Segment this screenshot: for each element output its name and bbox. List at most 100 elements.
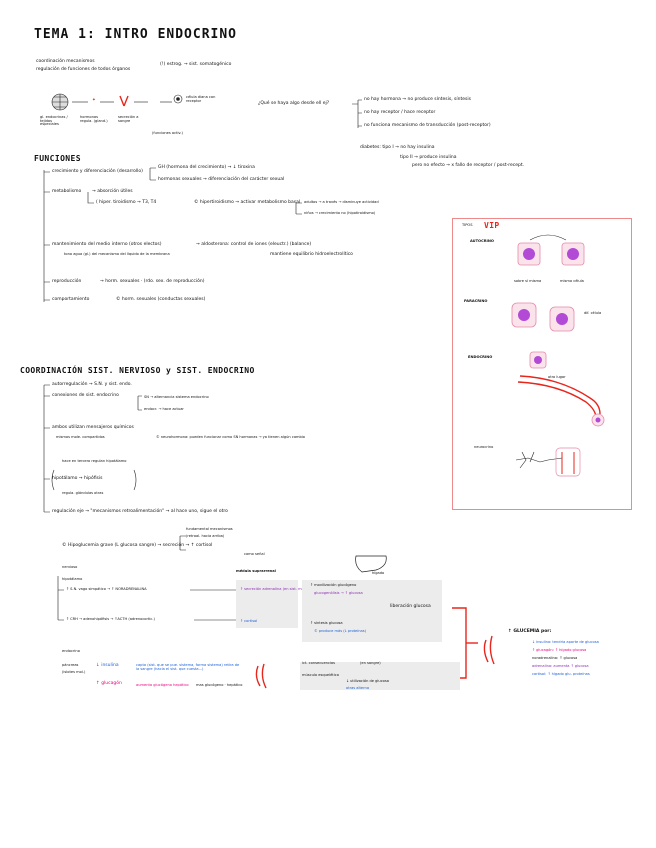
funcion-sub: mantiene equilibrio hidroelectrolítico	[270, 252, 353, 257]
globe-icon	[51, 93, 69, 111]
funcion-sub: © horm. sexuales (conductas sexuales)	[116, 297, 206, 302]
funcion-sub: tono agua (gl.) del mecanismo del líquid…	[64, 252, 170, 256]
chain-glyph: ✦	[92, 98, 96, 103]
glucemia-title: ↑ GLUCEMIA por:	[508, 629, 552, 634]
coord-item: regulación eje → "mecanismos retroalimen…	[52, 509, 228, 514]
if-item: no hay receptor / hace receptor	[364, 110, 436, 115]
coord-item: conexiones de sist. endocrino	[52, 393, 119, 398]
funcion-sub: adultos → a través → disminuye actividad	[304, 200, 379, 204]
nervioso-label: nervioso	[62, 565, 78, 569]
funcion-sub: hormonas sexuales → diferenciación del c…	[158, 177, 285, 182]
coord-item: autorregulación → S.N. y sist. endo.	[52, 382, 132, 387]
endocrino-label: ENDOCRINO	[468, 355, 493, 359]
glucemia-item: noradrenalina: ↑ glucosa	[532, 656, 578, 660]
neurocrine-diagram	[515, 447, 581, 477]
endocrino-caption: otro lugar	[548, 375, 566, 379]
higado-item: ↑ síntesis glucosa	[310, 621, 343, 625]
consecuencias-box	[300, 662, 460, 690]
funcion-sub: niños → crecimiento no (hipotiroidismo)	[304, 211, 376, 215]
chain-label: célula diana con receptor	[186, 95, 216, 103]
intro-note: (!) estrog. → sist. somatogénico	[160, 62, 232, 67]
diabetes-note: pero no efecto → x fallo de receptor / p…	[412, 163, 525, 168]
chain-label: secreción a sangre	[118, 115, 139, 123]
funcion-item: reproducción	[52, 279, 82, 284]
vip-label: VIP	[484, 221, 500, 230]
glucagon-note-2: mas glucógeno · hepático	[196, 683, 243, 687]
hipo-row: ↑ S.N. vago simpático → ↑ NORADRENALINA	[66, 587, 147, 591]
endocrine-diagram	[517, 351, 605, 427]
medula-label: médula suprarrenal	[236, 569, 276, 573]
funcion-sub: GH (hormona del crecimiento) → ↓ tiroxin…	[158, 165, 255, 170]
liberacion-glucosa: liberación glucosa	[390, 604, 431, 609]
glucemia-item: ↑ glucagón: ↑ hígado glucosa	[532, 648, 587, 652]
glucemia-item: adrenalina: aumenta ↑ glucosa	[532, 664, 589, 668]
section-title-coordinacion: COORDINACIÓN SIST. NERVIOSO y SIST. ENDO…	[20, 366, 255, 375]
endocrino-label: endocrino	[62, 649, 80, 653]
insulina-note: capta (sist. que se pue. sistema, forma …	[136, 663, 240, 671]
medula-box	[236, 580, 298, 628]
coord-sub: SN → alternancia sistema endocrino	[144, 395, 209, 399]
pancreas-label: páncreas	[62, 663, 79, 667]
intro-line: regulación de funciones de todos órganos	[36, 67, 131, 72]
pancreas-sub: (islotes mol.)	[62, 670, 86, 674]
autocrino-label: AUTOCRINO	[470, 239, 494, 243]
diabetes-note: diabetes: tipo I → no hay insulina	[360, 145, 435, 150]
funcion-sub: © hipertiroidismo → activar metabolismo …	[194, 200, 301, 205]
intro-line: coordinación mecanismos	[36, 59, 95, 64]
paracrino-caption: dif. célula	[584, 311, 602, 315]
target-cell-icon	[173, 94, 183, 104]
funcion-sub: → aldosterona: control de iones (eleuctr…	[196, 242, 312, 247]
coord-sub: endocr. → hace actuar	[144, 407, 184, 411]
tipos-box	[452, 218, 632, 510]
funcion-sub: → horm. sexuales · (rdo. sex. de reprodu…	[100, 279, 205, 284]
glucemia-item: cortisol: ↑ hígado glu. proteínas	[532, 672, 590, 676]
coord-item: ambos utilizan mensajeros químicos	[52, 425, 134, 430]
if-item: no hay hormona → no produce síntesis, sí…	[364, 97, 471, 102]
funcion-item: comportamiento	[52, 297, 90, 302]
musculo-label: músculo esquelético	[302, 673, 339, 677]
coord-item: hipotálamo → hipófisis	[52, 476, 103, 481]
hipo-title-b: como señal	[244, 552, 265, 556]
autocrino-caption: misma célula	[560, 279, 584, 283]
coord-sub: fundamental mecanismos	[186, 527, 233, 531]
utilizacion-sub: otras alterna	[346, 686, 370, 690]
hipo-row: ↑ CRH → adenohipófisis → ↑ACTH (adrenoco…	[66, 617, 155, 621]
liver-icon	[355, 555, 387, 573]
funcion-item: metabolismo	[52, 189, 82, 194]
hipo-title: © Hipoglucemia grave (L glucosa sangre) …	[62, 543, 213, 548]
funcion-sub: → absorción útiles	[92, 189, 133, 194]
utilizacion-label: ↓ utilización de glucosa	[346, 679, 389, 683]
paracrino-label: PARACRINO	[464, 299, 488, 303]
hipotalamo-label: hipotálamo	[62, 577, 83, 581]
neurocrino-label: neurocrino	[474, 445, 494, 449]
paracrine-diagram	[511, 302, 575, 332]
section-title-funciones: FUNCIONES	[34, 154, 81, 163]
chain-label: (funciones activ.)	[152, 131, 183, 135]
coord-sub: (retroal. hacia arriba)	[186, 534, 225, 538]
glucagon-note: aumenta glucógeno hepático	[136, 683, 189, 687]
if-item: no funciona mecanismo de transducción (p…	[364, 123, 491, 128]
page-title: TEMA 1: INTRO ENDOCRINO	[34, 27, 238, 42]
higado-box	[302, 580, 442, 642]
autocrino-caption: sobre sí misma	[514, 279, 542, 283]
funcion-item: crecimiento y diferenciación (desarrollo…	[52, 169, 143, 174]
coord-sub: © neurohormona: pueden funcionar como SN…	[156, 435, 305, 439]
medula-item: ↑ secreción adrenalina (en sist. mol)	[240, 587, 307, 591]
funcion-item: mantenimiento del medio interno (otros e…	[52, 242, 162, 247]
consecuencias-label: ict. consecuencias	[302, 661, 335, 665]
consecuencias-sub: (en sangre)	[360, 661, 381, 665]
higado-label: hígado	[372, 571, 385, 575]
funcion-sub: ( hiper. tiroidismo → T3, T4	[96, 200, 157, 205]
coord-sub: regula. glándulas otras	[62, 491, 104, 495]
higado-item: ↑ movilización glucógeno	[310, 583, 357, 587]
coord-sub: hace en tercero regulan hipotálamo	[62, 459, 127, 463]
if-header: ¿Qué se haya algo desde ell ej?	[258, 101, 330, 106]
diabetes-note: tipo II → produce insulina	[400, 155, 457, 160]
autocrine-diagram	[517, 234, 585, 266]
chain-label: gl. endocrinas / tejidos especiales	[40, 115, 68, 127]
insulina-label: ↓ insulina	[96, 663, 119, 668]
tipos-label: TIPOS	[462, 223, 473, 227]
glucagon-label: ↑ glucagón	[96, 681, 122, 686]
glucemia-item: ↓ insulina: tendría aporte de glucosa	[532, 640, 599, 644]
